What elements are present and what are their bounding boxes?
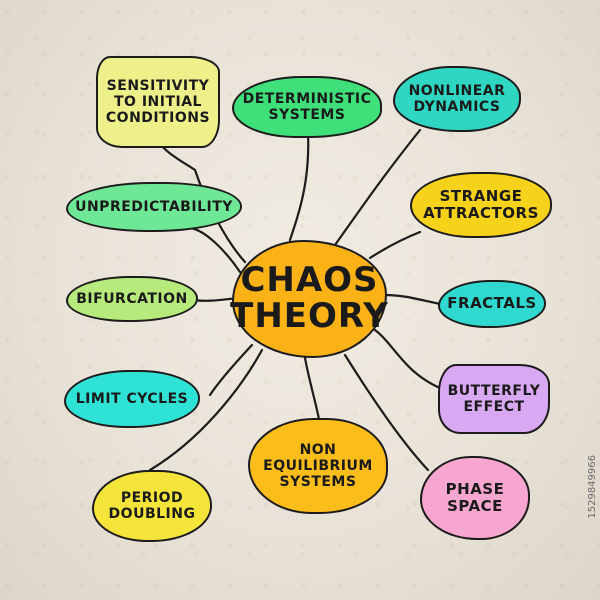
node-sensitivity: SENSITIVITY TO INITIAL CONDITIONS: [96, 56, 220, 148]
node-non-equilibrium: NON EQUILIBRIUM SYSTEMS: [248, 418, 388, 514]
node-deterministic: DETERMINISTIC SYSTEMS: [232, 76, 382, 138]
connector-period: [148, 348, 264, 472]
connector-phase: [343, 353, 430, 472]
node-nonlinear: NONLINEAR DYNAMICS: [393, 66, 521, 132]
connector-nonequilibrium: [303, 356, 322, 427]
connector-fractals: [383, 293, 447, 307]
node-period-doubling: PERIOD DOUBLING: [92, 470, 212, 542]
connector-nonlinear: [333, 128, 422, 247]
connector-strange: [368, 230, 422, 260]
connector-sensitivity: [153, 133, 247, 264]
connector-limit: [208, 343, 254, 397]
node-phase-space: PHASE SPACE: [420, 456, 530, 540]
connector-butterfly: [373, 328, 447, 392]
node-bifurcation: BIFURCATION: [66, 276, 198, 322]
node-fractals: FRACTALS: [438, 280, 546, 328]
node-strange-attractors: STRANGE ATTRACTORS: [410, 172, 552, 238]
center-node-chaos-theory: CHAOS THEORY: [230, 240, 388, 358]
connector-deterministic: [288, 130, 310, 242]
node-butterfly-effect: BUTTERFLY EFFECT: [438, 364, 550, 434]
node-limit-cycles: LIMIT CYCLES: [64, 370, 200, 428]
watermark-id: 1529849966: [587, 455, 598, 519]
node-unpredictability: UNPREDICTABILITY: [66, 182, 242, 232]
